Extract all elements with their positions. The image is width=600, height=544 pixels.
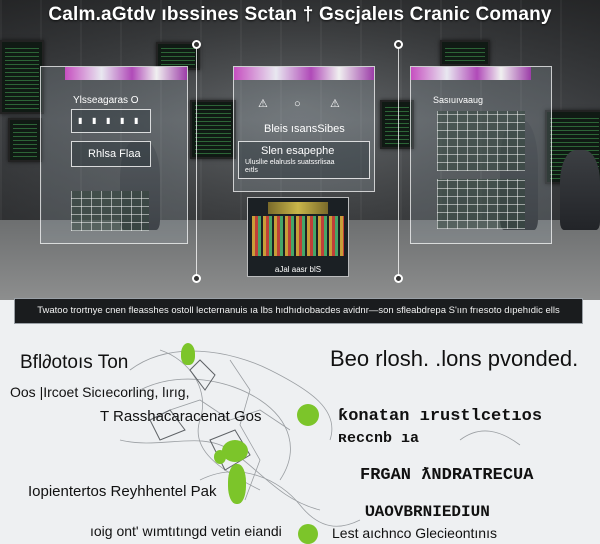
doc-icon: ▮ [120,116,125,125]
left-box-label: Rhlsa Flaa [88,148,141,160]
panel-header-bar [411,67,531,80]
left-line: Iopientertos Reyhhentel Pak [28,483,217,500]
right-panel-label: Sasıuıvaaug [433,95,484,105]
warning-icon: ⚠ [258,98,268,110]
circle-icon: ○ [294,98,301,110]
right-line: Lest aıchnco Glecieontınıs [332,525,497,541]
doc-icon: ▮ [78,116,83,125]
green-dot [181,343,195,365]
middle-panel-box: Slen esapephe Ulusllıe elalrusls suatssr… [238,141,370,179]
chart-caption: aJal aasr blS [274,265,322,274]
left-mini-table [71,191,149,231]
right-line: ƲAOVBRNIEDIUN [365,503,490,521]
green-dot [228,464,246,504]
hero-photo: Calm.aGtdv ıbssines Sctan † Gscjaleıs Cr… [0,0,600,300]
connector-node [192,274,201,283]
doc-icon: ▮ [106,116,111,125]
chart-bars [252,216,344,256]
connector-line [196,46,197,278]
background-monitor [380,100,414,149]
doc-icon: ▮ [134,116,139,125]
left-panel-box: Rhlsa Flaa [71,141,151,167]
panel-header-bar [234,67,374,80]
middle-box-sub: eıtls [245,167,258,174]
center-chart-panel: aJal aasr blS [247,197,349,277]
caption-strip: Twatoo trortnye cnen fleasshes ostoll le… [14,298,583,324]
doc-icon: ▮ [92,116,97,125]
green-dot [298,524,318,544]
green-dot [297,404,319,426]
right-line: ƙonatan ırustlcetıos [338,407,543,426]
left-heading: Bfl∂otoıs Ton [20,352,129,373]
right-line: FRGAN ƛNDRATRECUA [360,466,534,485]
chart-header [268,202,328,214]
panel-header-bar [65,67,187,80]
icon-row-box: ▮ ▮ ▮ ▮ ▮ [71,109,151,133]
background-monitor [8,118,42,162]
left-panel: Ylsseagaras O ▮ ▮ ▮ ▮ ▮ Rhlsa Flaa [40,66,188,244]
left-line: T Rasshacaracenat Gos [100,408,262,425]
right-line: ʀeccnb ıa [338,430,420,447]
green-dot [222,440,248,462]
person-silhouette [560,150,600,230]
middle-box-title: Slen esapephe [261,145,335,157]
left-line: ıoig ont' wımtıtıngd vetin eiandi [90,523,282,539]
warning-icon: ⚠ [330,98,340,110]
left-panel-label: Ylsseagaras O [73,95,139,106]
right-mini-table [437,111,525,171]
green-dot [214,450,226,464]
right-mini-table [437,179,525,229]
middle-panel: ⚠ ○ ⚠ Bleis ısansSibes Slen esapephe Ulu… [233,66,375,192]
right-panel: Sasıuıvaaug [410,66,552,244]
background-monitor [190,100,236,159]
connector-line [398,46,399,278]
connector-node [192,40,201,49]
caption-strip-text: Twatoo trortnye cnen fleasshes ostoll le… [37,305,560,316]
middle-panel-label: Bleis ısansSibes [264,123,345,135]
connector-node [394,40,403,49]
background-monitor [0,40,44,114]
background-monitor [440,40,490,66]
right-heading: Beo rlosh. .lons pvonded. [330,346,579,371]
left-line: Oos |Ircoet Sicıecorling, lırıg, [10,384,190,400]
middle-box-sub: Ulusllıe elalrusls suatssrlisaa [245,159,335,166]
page-title: Calm.aGtdv ıbssines Sctan † Gscjaleıs Cr… [48,4,552,25]
connector-node [394,274,403,283]
